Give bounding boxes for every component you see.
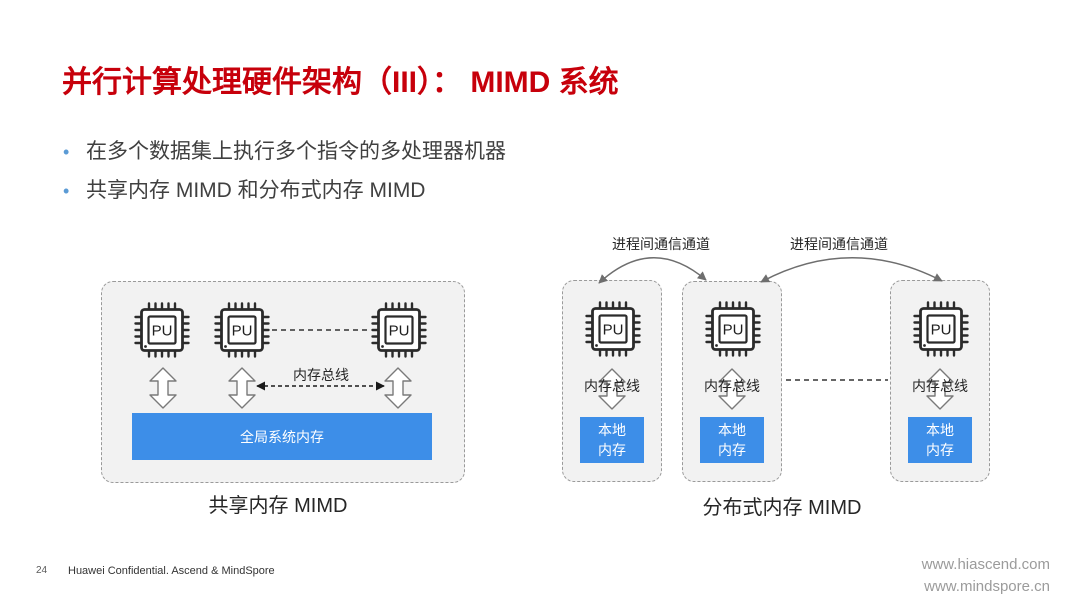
local-memory-line: 本地: [718, 422, 746, 438]
cpu-chip-icon: PU: [585, 301, 641, 357]
local-memory-line: 内存: [598, 442, 626, 458]
local-memory: 本地 内存: [580, 417, 644, 463]
local-memory-line: 本地: [926, 422, 954, 438]
processor-label: PU: [603, 322, 624, 339]
processor-label: PU: [723, 322, 744, 339]
local-memory-line: 内存: [926, 442, 954, 458]
cpu-chip-icon: PU: [705, 301, 761, 357]
footer-links: www.hiascend.com www.mindspore.cn: [922, 554, 1050, 598]
local-memory: 本地 内存: [908, 417, 972, 463]
cpu-chip-icon: PU: [913, 301, 969, 357]
slide-title: 并行计算处理硬件架构（III）： MIMD 系统: [62, 66, 619, 99]
confidentiality-note: Huawei Confidential. Ascend & MindSpore: [68, 565, 275, 577]
memory-bus-label: 内存总线: [584, 378, 640, 394]
curved-double-arrow-icon: [760, 257, 943, 283]
bullet-dot: •: [63, 142, 70, 162]
bullet-item: • 共享内存 MIMD 和分布式内存 MIMD: [63, 177, 425, 205]
memory-bus-label: 内存总线: [704, 378, 760, 394]
memory-bus-label: 内存总线: [912, 378, 968, 394]
footer-link-hiascend: www.hiascend.com: [921, 556, 1050, 573]
global-memory-label: 全局系统内存: [240, 428, 324, 445]
ipc-channel-label: 进程间通信通道: [790, 236, 888, 252]
bullet-item: • 在多个数据集上执行多个指令的多处理器机器: [63, 138, 506, 166]
global-system-memory: 全局系统内存: [132, 413, 432, 460]
shared-memory-caption: 共享内存 MIMD: [208, 495, 348, 517]
footer-link-mindspore: www.mindspore.cn: [924, 578, 1050, 595]
processor-label: PU: [152, 323, 173, 340]
page-number: 24: [36, 565, 48, 576]
bullet-dot: •: [63, 181, 70, 201]
local-memory-line: 内存: [718, 442, 746, 458]
bullet-text: 在多个数据集上执行多个指令的多处理器机器: [86, 140, 506, 163]
cpu-chip-icon: PU: [371, 302, 427, 358]
local-memory: 本地 内存: [700, 417, 764, 463]
cpu-chip-icon: PU: [214, 302, 270, 358]
processor-label: PU: [389, 323, 410, 340]
distributed-memory-caption: 分布式内存 MIMD: [702, 497, 862, 519]
bullet-text: 共享内存 MIMD 和分布式内存 MIMD: [86, 179, 426, 202]
ipc-channel-label: 进程间通信通道: [612, 236, 710, 252]
processor-label: PU: [232, 323, 253, 340]
memory-bus-label: 内存总线: [293, 367, 349, 383]
cpu-chip-icon: PU: [134, 302, 190, 358]
processor-label: PU: [931, 322, 952, 339]
local-memory-line: 本地: [598, 422, 626, 438]
